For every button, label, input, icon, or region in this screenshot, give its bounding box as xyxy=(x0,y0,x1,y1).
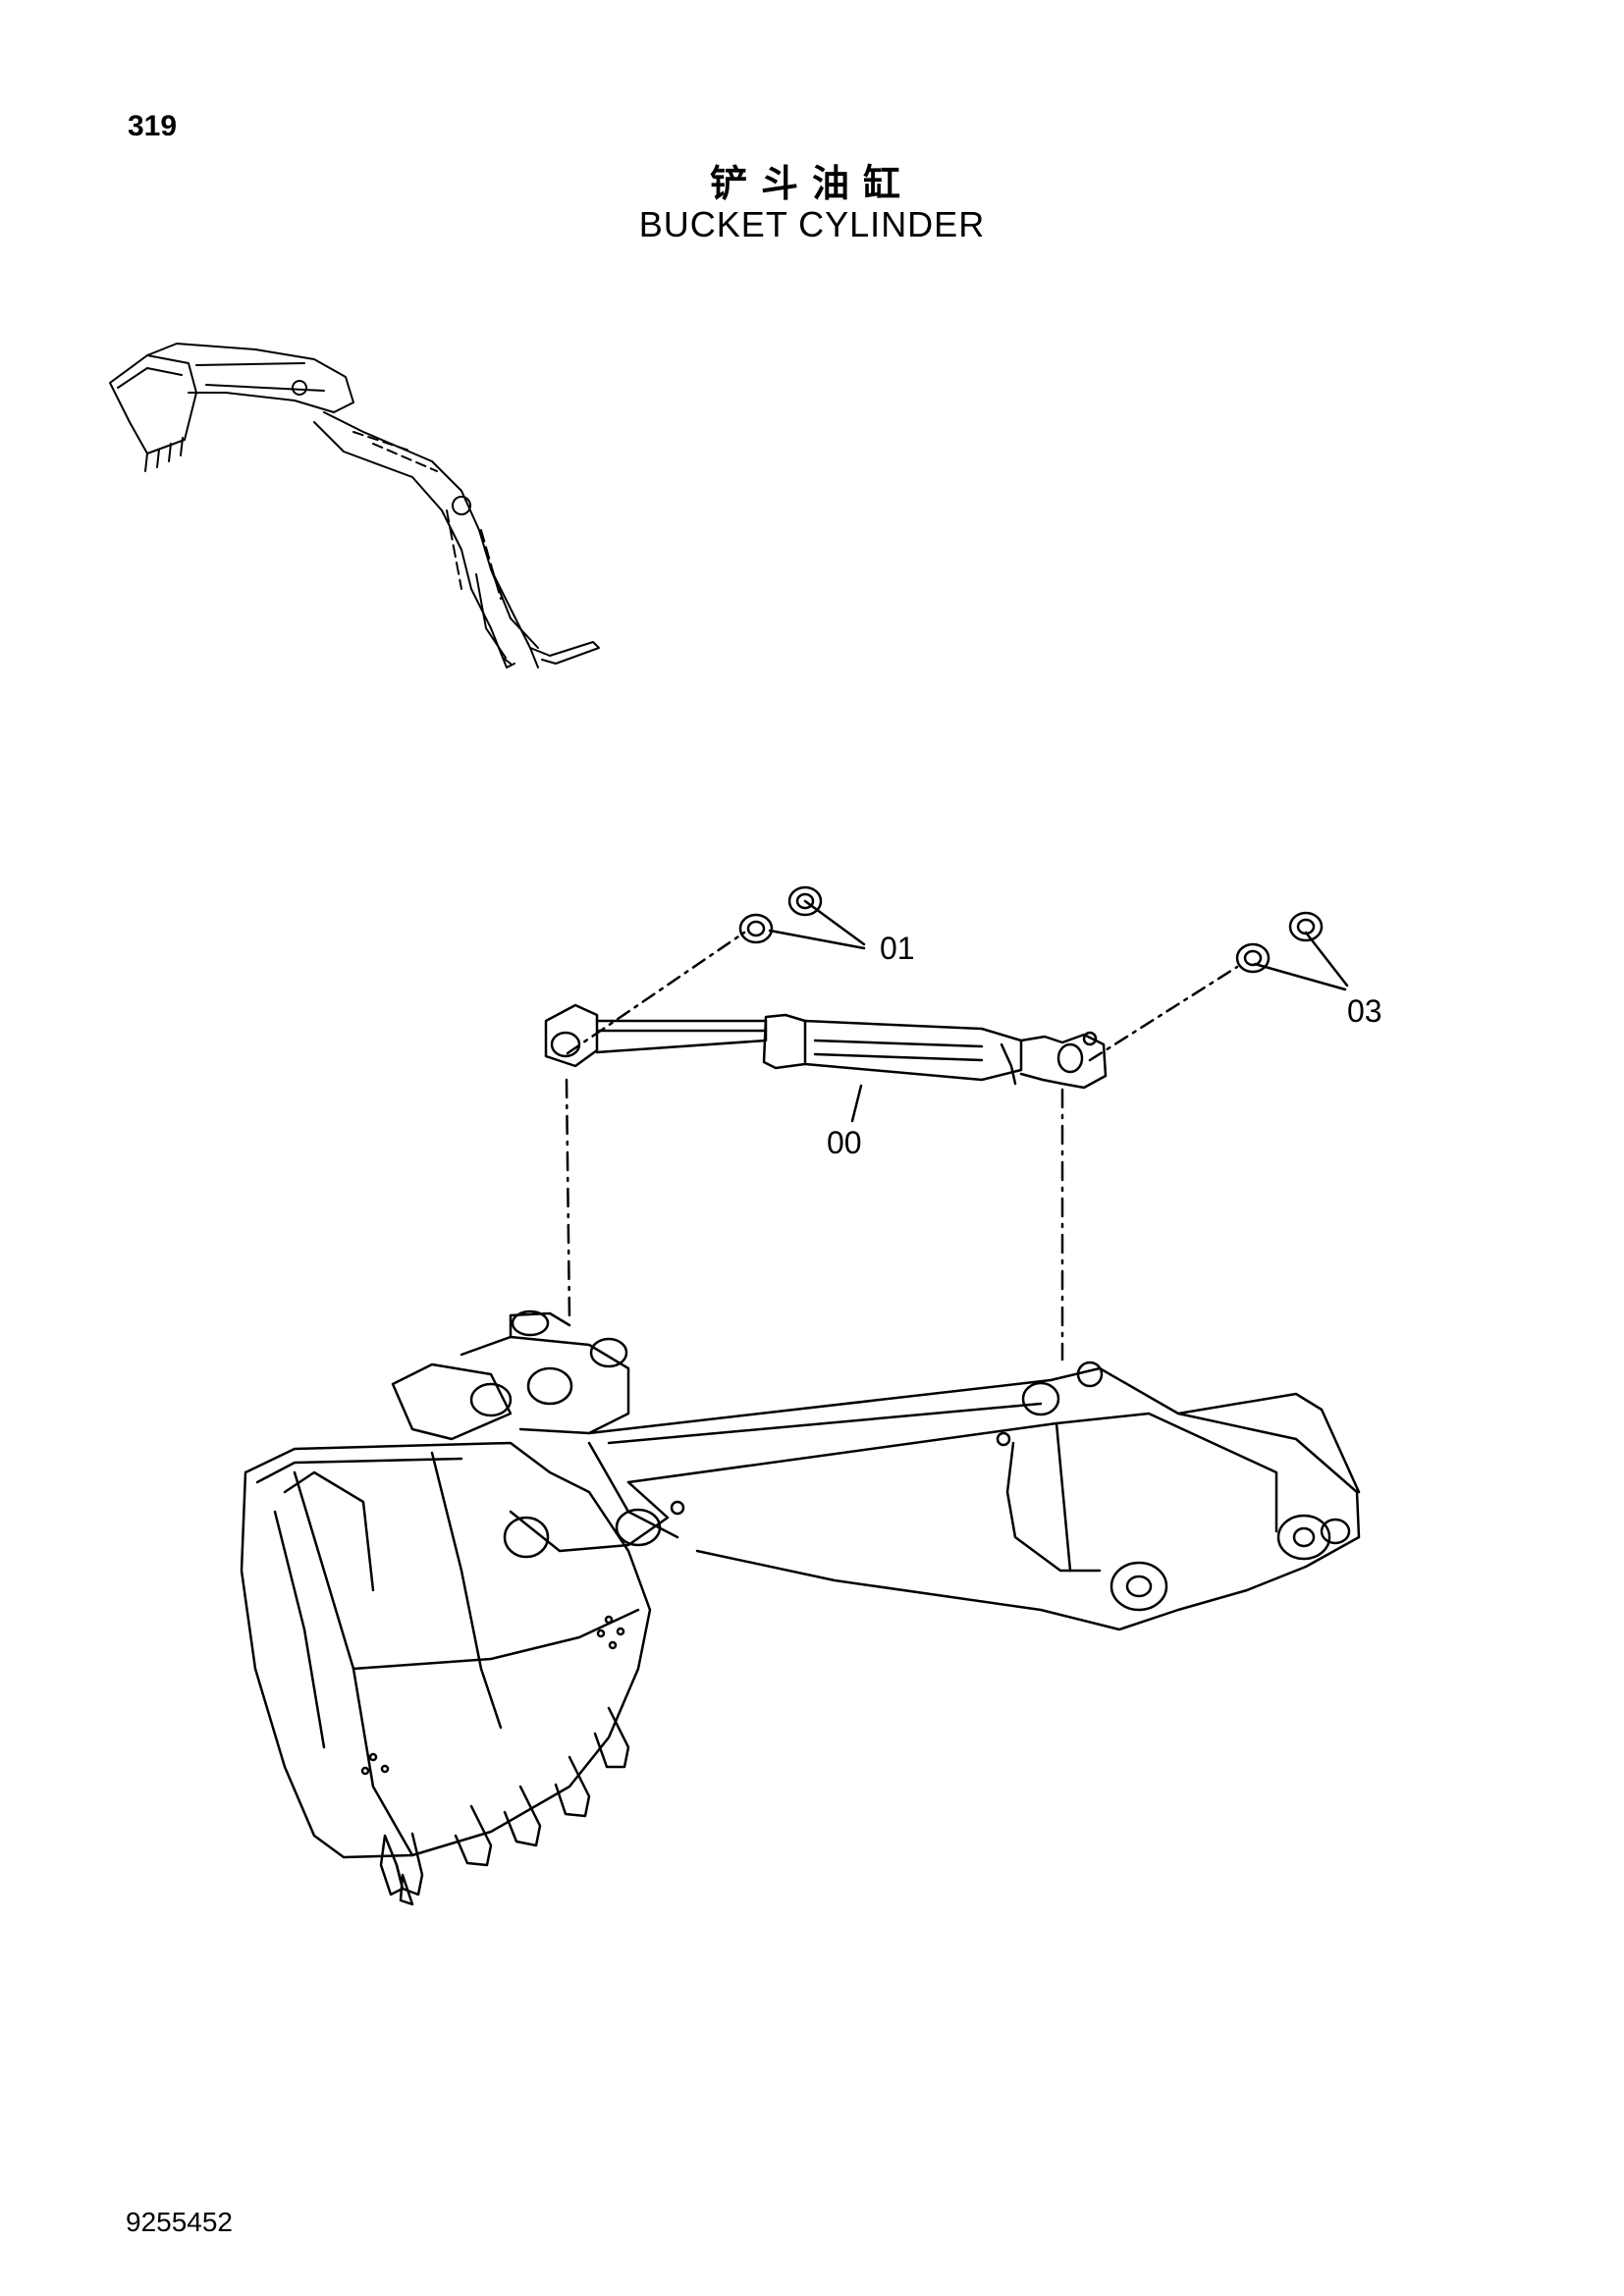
bucket-cylinder-drawing xyxy=(544,1003,1108,1090)
callout-part-03: 03 xyxy=(1347,993,1382,1029)
leader-lines xyxy=(565,899,1349,1362)
pin-set-01 xyxy=(738,885,823,944)
page-number: 319 xyxy=(128,110,178,142)
title-chinese: 铲斗油缸 xyxy=(709,162,914,205)
pin-set-03 xyxy=(1235,911,1324,974)
overview-machine-drawing xyxy=(109,343,600,668)
title-english: BUCKET CYLINDER xyxy=(638,204,986,244)
document-number: 9255452 xyxy=(126,2207,234,2237)
bucket-arm-drawing xyxy=(240,1309,1361,1906)
callout-part-00: 00 xyxy=(827,1125,862,1160)
callout-part-01: 01 xyxy=(880,931,915,966)
